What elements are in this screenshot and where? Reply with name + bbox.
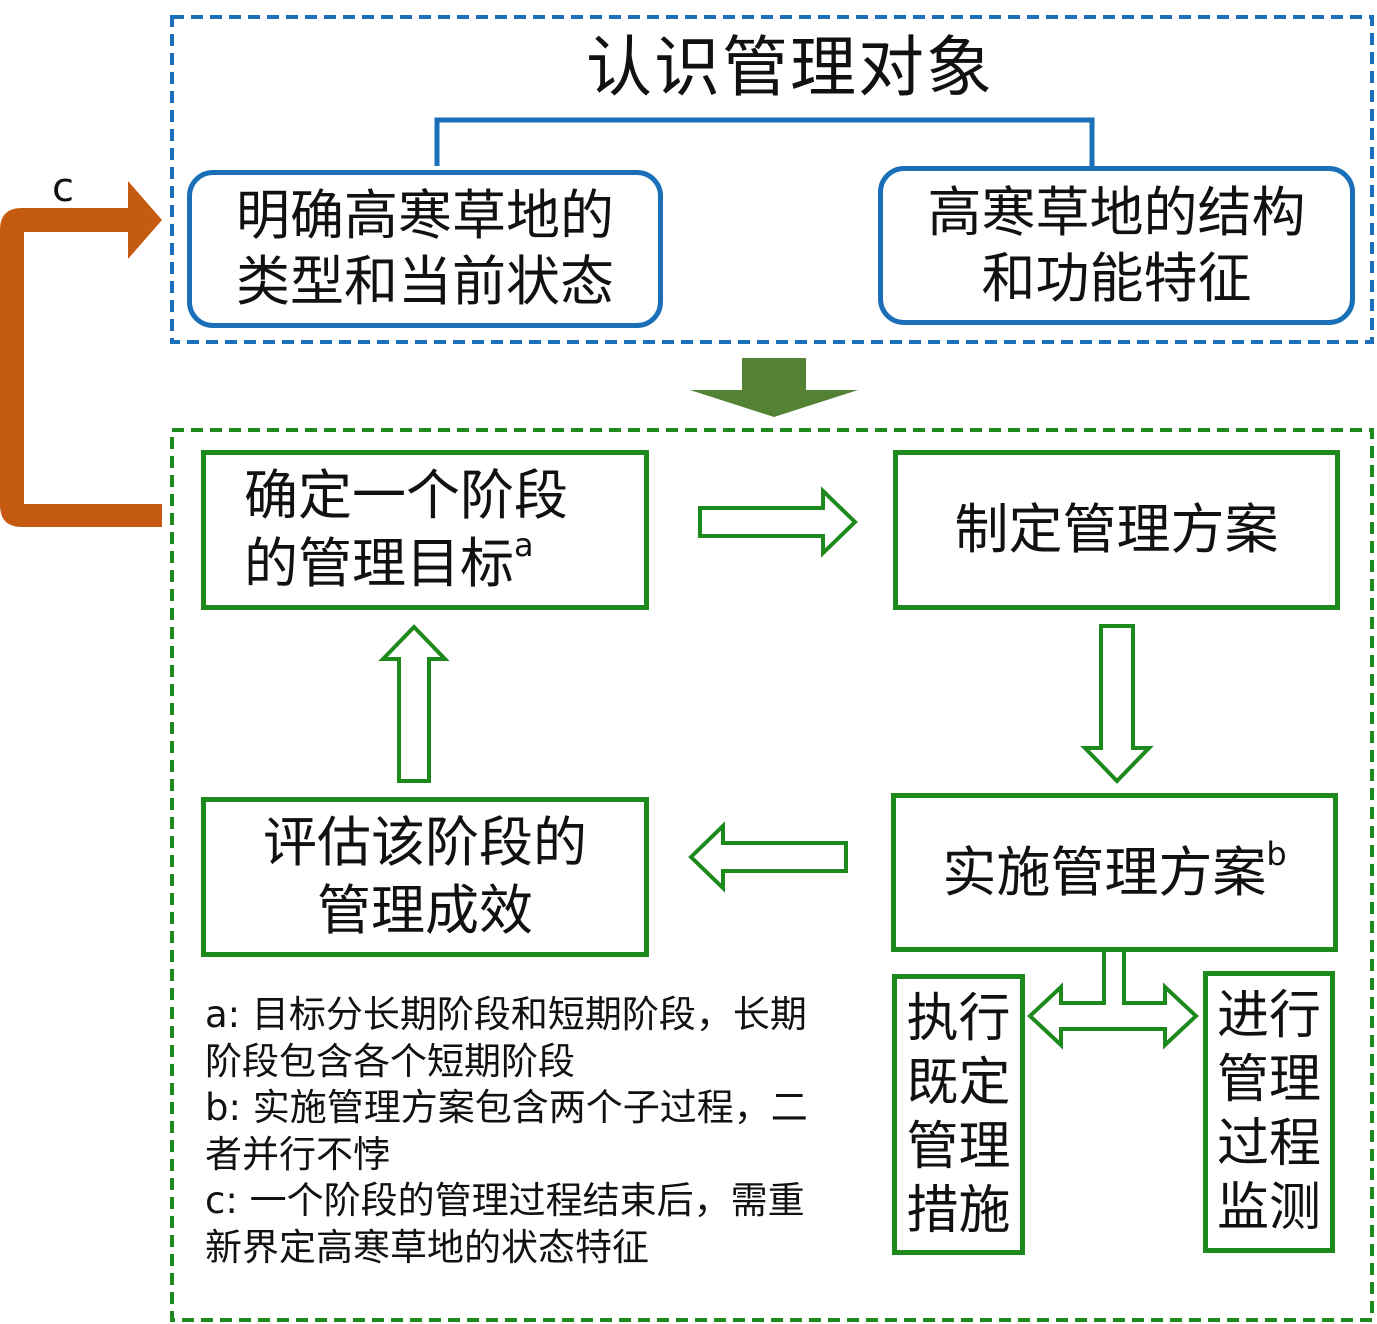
monitor-process-line: 过程 bbox=[1216, 1114, 1321, 1174]
execute-measures-line: 执行 bbox=[906, 988, 1011, 1049]
implement-plan-line: 实施管理方案b bbox=[942, 838, 1286, 907]
footnote-line: 新界定高寒草地的状态特征 bbox=[205, 1225, 649, 1269]
evaluate-effect-line1: 评估该阶段的 bbox=[263, 811, 587, 874]
execute-measures-line: 管理 bbox=[906, 1116, 1011, 1177]
execute-measures-line: 既定 bbox=[906, 1052, 1011, 1113]
monitor-process-box: 进行 管理 过程 监测 bbox=[1203, 971, 1335, 1253]
make-plan-box: 制定管理方案 bbox=[893, 450, 1340, 610]
cycle-section-frame bbox=[170, 428, 1374, 1322]
stage-goal-line2-text: 的管理目标 bbox=[244, 532, 514, 595]
arrow-implement-to-evaluate bbox=[688, 821, 848, 893]
arrow-goal-to-plan bbox=[698, 486, 858, 558]
execute-measures-box: 执行 既定 管理 措施 bbox=[892, 974, 1025, 1255]
stage-goal-box: 确定一个阶段 的管理目标a bbox=[201, 450, 649, 610]
monitor-process-line: 进行 bbox=[1216, 986, 1321, 1046]
implement-plan-text: 实施管理方案 bbox=[942, 840, 1267, 904]
page-title: 认识管理对象 bbox=[586, 29, 994, 106]
footnote-line: 阶段包含各个短期阶段 bbox=[205, 1039, 575, 1083]
evaluate-effect-line2: 管理成效 bbox=[317, 879, 533, 942]
footnote-line: b: 实施管理方案包含两个子过程，二 bbox=[205, 1086, 808, 1129]
stage-goal-line1: 确定一个阶段 bbox=[244, 464, 568, 527]
monitor-process-line: 管理 bbox=[1216, 1050, 1321, 1110]
footnote-line: a: 目标分长期阶段和短期阶段，长期 bbox=[205, 993, 807, 1036]
monitor-process-line: 监测 bbox=[1216, 1178, 1321, 1238]
footnote-line: c: 一个阶段的管理过程结束后，需重 bbox=[205, 1179, 805, 1222]
make-plan-text: 制定管理方案 bbox=[954, 498, 1279, 561]
title-bracket-connector bbox=[434, 117, 1095, 166]
arrow-evaluate-to-goal bbox=[378, 624, 450, 783]
arrow-implement-split bbox=[1027, 952, 1199, 1050]
grassland-type-box: 明确高寒草地的 类型和当前状态 bbox=[187, 170, 663, 328]
grassland-type-line2: 类型和当前状态 bbox=[236, 250, 614, 313]
grassland-type-line1: 明确高寒草地的 bbox=[236, 184, 614, 247]
top-section-frame bbox=[170, 15, 1374, 344]
grassland-structure-line2: 和功能特征 bbox=[981, 246, 1252, 310]
grassland-structure-box: 高寒草地的结构 和功能特征 bbox=[878, 166, 1355, 325]
arrow-plan-to-implement bbox=[1080, 624, 1154, 784]
footnote-marker-b: b bbox=[1266, 834, 1287, 873]
evaluate-effect-box: 评估该阶段的 管理成效 bbox=[201, 797, 649, 957]
footnote-marker-a: a bbox=[514, 526, 534, 564]
execute-measures-line: 措施 bbox=[906, 1180, 1011, 1241]
stage-goal-line2: 的管理目标a bbox=[244, 529, 534, 598]
implement-plan-box: 实施管理方案b bbox=[891, 793, 1338, 952]
footnote-line: 者并行不悖 bbox=[205, 1132, 390, 1176]
feedback-arrow bbox=[0, 181, 162, 527]
section-down-arrow bbox=[690, 358, 858, 417]
grassland-structure-line1: 高寒草地的结构 bbox=[927, 180, 1306, 244]
feedback-label: c bbox=[52, 165, 74, 211]
footnotes: a: 目标分长期阶段和短期阶段，长期 阶段包含各个短期阶段 b: 实施管理方案包… bbox=[205, 992, 855, 1271]
